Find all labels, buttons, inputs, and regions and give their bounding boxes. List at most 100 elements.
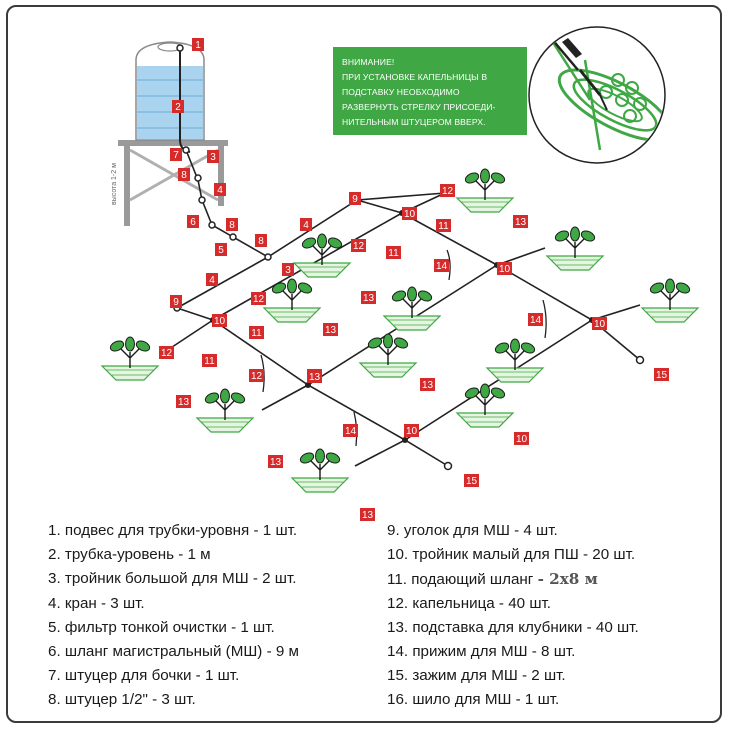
part-tag: 11	[249, 326, 264, 339]
part-tag: 10	[497, 262, 512, 275]
part-tag-box	[386, 246, 401, 259]
part-tag-number: 4	[209, 275, 215, 286]
supply-hose	[401, 212, 641, 361]
junction-dot	[194, 174, 202, 182]
part-tag-box	[307, 370, 322, 383]
plant	[456, 383, 514, 428]
part-tag: 6	[187, 215, 199, 228]
legend-item-text: 13. подставка для клубники - 40 шт.	[387, 618, 639, 636]
part-tag-box	[514, 432, 529, 445]
part-tag-box	[654, 368, 669, 381]
main-hose	[175, 256, 269, 321]
warning-line: ПОДСТАВКУ НЕОБХОДИМО	[342, 87, 460, 97]
part-tag-box	[282, 263, 294, 276]
plant	[546, 226, 604, 271]
junction-dot	[229, 233, 237, 241]
part-tag: 12	[251, 292, 266, 305]
part-tag-number: 14	[345, 426, 357, 437]
junction-dot	[198, 196, 206, 204]
part-tag: 10	[514, 432, 529, 445]
part-tag-number: 4	[217, 185, 223, 196]
part-tag-number: 11	[438, 221, 449, 232]
part-tag-number: 2	[175, 102, 181, 113]
legend-item-text: 11. подающий шланг	[387, 571, 538, 589]
part-tag-number: 12	[251, 371, 263, 382]
part-tag-box	[192, 38, 204, 51]
part-tag: 14	[528, 313, 543, 326]
tank-water	[137, 66, 203, 139]
part-tag-box	[420, 378, 435, 391]
part-tag: 11	[202, 354, 217, 367]
clamp	[542, 299, 547, 339]
supply-hose	[261, 384, 309, 411]
part-tag-number: 6	[190, 217, 196, 228]
part-tag-number: 13	[325, 325, 337, 336]
plant	[263, 278, 321, 323]
legend-item-quantity: - 2х8 м	[537, 570, 598, 589]
part-tag-box	[351, 239, 366, 252]
part-tag-box	[349, 192, 361, 205]
part-tag-box	[255, 234, 267, 247]
part-tag-number: 3	[210, 152, 216, 163]
inset-circle	[528, 26, 666, 164]
legend-item: 11. подающий шланг - 2х8 м	[387, 567, 639, 591]
part-tag: 13	[268, 455, 283, 468]
part-tag-number: 15	[466, 476, 478, 487]
part-tag-number: 10	[214, 316, 226, 327]
tank-stand-leg	[124, 146, 130, 226]
part-tag-number: 13	[309, 372, 321, 383]
part-tag-number: 7	[173, 150, 179, 161]
part-tag-box	[592, 317, 607, 330]
part-tag-number: 12	[161, 348, 173, 359]
part-tag: 8	[226, 218, 238, 231]
legend-item: 8. штуцер 1/2" - 3 шт.	[48, 691, 196, 709]
part-tag: 10	[212, 314, 227, 327]
part-tag-number: 10	[594, 319, 606, 330]
legend-item: 3. тройник большой для МШ - 2 шт.	[48, 570, 297, 588]
part-tag-box	[178, 168, 190, 181]
end-clamp	[443, 461, 453, 471]
part-tag-box	[226, 218, 238, 231]
part-tag-number: 15	[656, 370, 668, 381]
part-tag-box	[404, 424, 419, 437]
part-tag-box	[360, 508, 375, 521]
dripper-inset	[528, 26, 666, 164]
part-tag-box	[497, 262, 512, 275]
part-tag-number: 13	[362, 510, 374, 521]
part-tag: 13	[361, 291, 376, 304]
supply-hose	[354, 439, 406, 467]
junction-dot	[208, 221, 216, 229]
junction-dot	[182, 146, 190, 154]
warning-box: ВНИМАНИЕ! ПРИ УСТАНОВКЕ КАПЕЛЬНИЦЫ В ПОД…	[333, 47, 527, 135]
part-tag: 3	[282, 263, 294, 276]
part-tag-box	[187, 215, 199, 228]
part-tag-box	[323, 323, 338, 336]
legend-item: 5. фильтр тонкой очистки - 1 шт.	[48, 618, 275, 636]
main-hose	[267, 199, 403, 258]
part-tag-number: 12	[253, 294, 265, 305]
tank-stand-top	[118, 140, 228, 146]
part-tag-number: 10	[404, 209, 416, 220]
part-tag-number: 13	[515, 217, 527, 228]
plant	[101, 336, 159, 381]
part-tag: 13	[360, 508, 375, 521]
part-tag-box	[402, 207, 417, 220]
part-tag: 13	[420, 378, 435, 391]
part-tag-number: 13	[178, 397, 190, 408]
parts-legend-left: 1. подвес для трубки-уровня - 1 шт. 2. т…	[48, 519, 299, 713]
part-tag-box	[159, 346, 174, 359]
part-tag: 4	[300, 218, 312, 231]
part-tag-number: 12	[353, 241, 365, 252]
part-tag-number: 1	[195, 40, 201, 51]
part-tag-number: 11	[204, 356, 215, 367]
part-tag-number: 14	[530, 315, 542, 326]
plant	[456, 168, 514, 213]
legend-item-text: 12. капельница - 40 шт.	[387, 594, 551, 612]
plant	[641, 278, 699, 323]
tank-stand-leg	[218, 146, 224, 206]
part-tag-number: 5	[218, 245, 224, 256]
part-tag-box	[212, 314, 227, 327]
legend-item: 4. кран - 3 шт.	[48, 594, 145, 612]
